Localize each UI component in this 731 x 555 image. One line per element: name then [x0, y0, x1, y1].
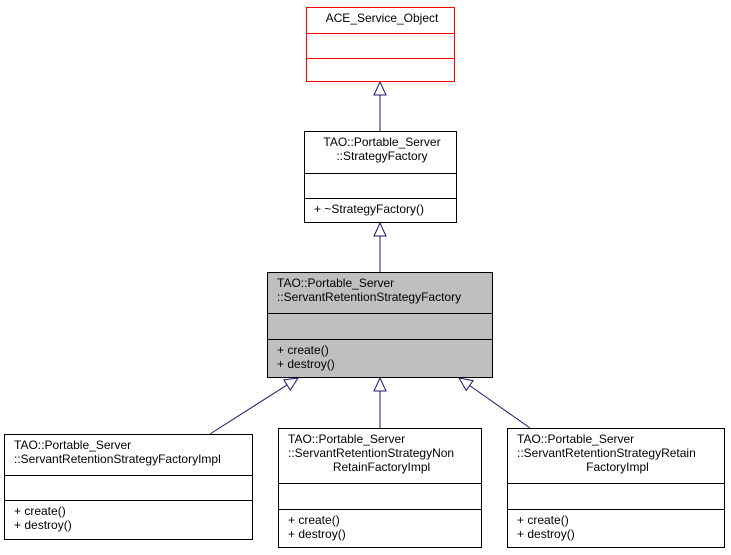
class-name-line: ::StrategyFactory: [336, 149, 428, 163]
operation: + create(): [288, 513, 340, 527]
class-attributes: [5, 476, 252, 501]
class-name-line: TAO::Portable_Server: [517, 432, 635, 446]
class-servant-retention-strategy-non-retain-factory-impl[interactable]: TAO::Portable_Server ::ServantRetentionS…: [278, 428, 482, 548]
operation: + ~StrategyFactory(): [314, 202, 425, 216]
class-ace-service-object[interactable]: ACE_Service_Object: [306, 7, 455, 82]
inheritance-arrowhead-icon: [373, 80, 387, 96]
class-operations: [307, 59, 454, 81]
class-name-line: ::ServantRetentionStrategyFactory: [277, 290, 462, 304]
class-name-line: FactoryImpl: [586, 460, 649, 474]
inheritance-arrowhead-icon: [458, 377, 474, 392]
inheritance-edge: [209, 384, 288, 435]
class-name-line: TAO::Portable_Server: [14, 438, 132, 452]
class-operations: + create() + destroy(): [268, 340, 492, 377]
class-name-line: ::ServantRetentionStrategyNon: [288, 446, 455, 460]
class-servant-retention-strategy-factory-impl[interactable]: TAO::Portable_Server ::ServantRetentionS…: [4, 434, 253, 540]
inheritance-arrowhead-icon: [373, 221, 387, 237]
class-name-line: TAO::Portable_Server: [323, 135, 441, 149]
class-attributes: [268, 314, 492, 340]
class-servant-retention-strategy-factory[interactable]: TAO::Portable_Server ::ServantRetentionS…: [267, 272, 493, 378]
class-strategy-factory[interactable]: TAO::Portable_Server ::StrategyFactory +…: [304, 131, 457, 223]
class-servant-retention-strategy-retain-factory-impl[interactable]: TAO::Portable_Server ::ServantRetentionS…: [507, 428, 725, 548]
class-operations: + ~StrategyFactory(): [305, 199, 456, 222]
class-attributes: [279, 484, 481, 510]
class-title: ACE_Service_Object: [307, 8, 454, 34]
operation: + create(): [14, 504, 66, 518]
class-title: TAO::Portable_Server ::ServantRetentionS…: [5, 435, 252, 476]
class-name-line: ::ServantRetentionStrategyRetain: [517, 446, 696, 460]
class-name-line: ACE_Service_Object: [325, 11, 439, 25]
class-title: TAO::Portable_Server ::ServantRetentionS…: [268, 273, 492, 314]
class-name-line: RetainFactoryImpl: [332, 460, 431, 474]
inheritance-edge: [469, 385, 531, 429]
inheritance-arrowhead-icon: [373, 376, 387, 392]
class-title: TAO::Portable_Server ::ServantRetentionS…: [508, 429, 724, 484]
class-title: TAO::Portable_Server ::ServantRetentionS…: [279, 429, 481, 484]
class-name-line: TAO::Portable_Server: [288, 432, 406, 446]
class-attributes: [307, 34, 454, 59]
operation: + create(): [277, 343, 329, 357]
class-operations: + create() + destroy(): [279, 510, 481, 547]
class-operations: + create() + destroy(): [508, 510, 724, 547]
class-operations: + create() + destroy(): [5, 501, 252, 539]
class-attributes: [305, 174, 456, 199]
operation: + destroy(): [277, 357, 335, 371]
inheritance-arrowhead-icon: [282, 377, 300, 391]
class-name-line: ::ServantRetentionStrategyFactoryImpl: [14, 452, 221, 466]
class-title: TAO::Portable_Server ::StrategyFactory: [305, 132, 456, 174]
operation: + destroy(): [288, 527, 346, 541]
class-name-line: TAO::Portable_Server: [277, 276, 395, 290]
class-attributes: [508, 484, 724, 510]
operation: + destroy(): [517, 527, 575, 541]
operation: + create(): [517, 513, 569, 527]
operation: + destroy(): [14, 518, 72, 532]
